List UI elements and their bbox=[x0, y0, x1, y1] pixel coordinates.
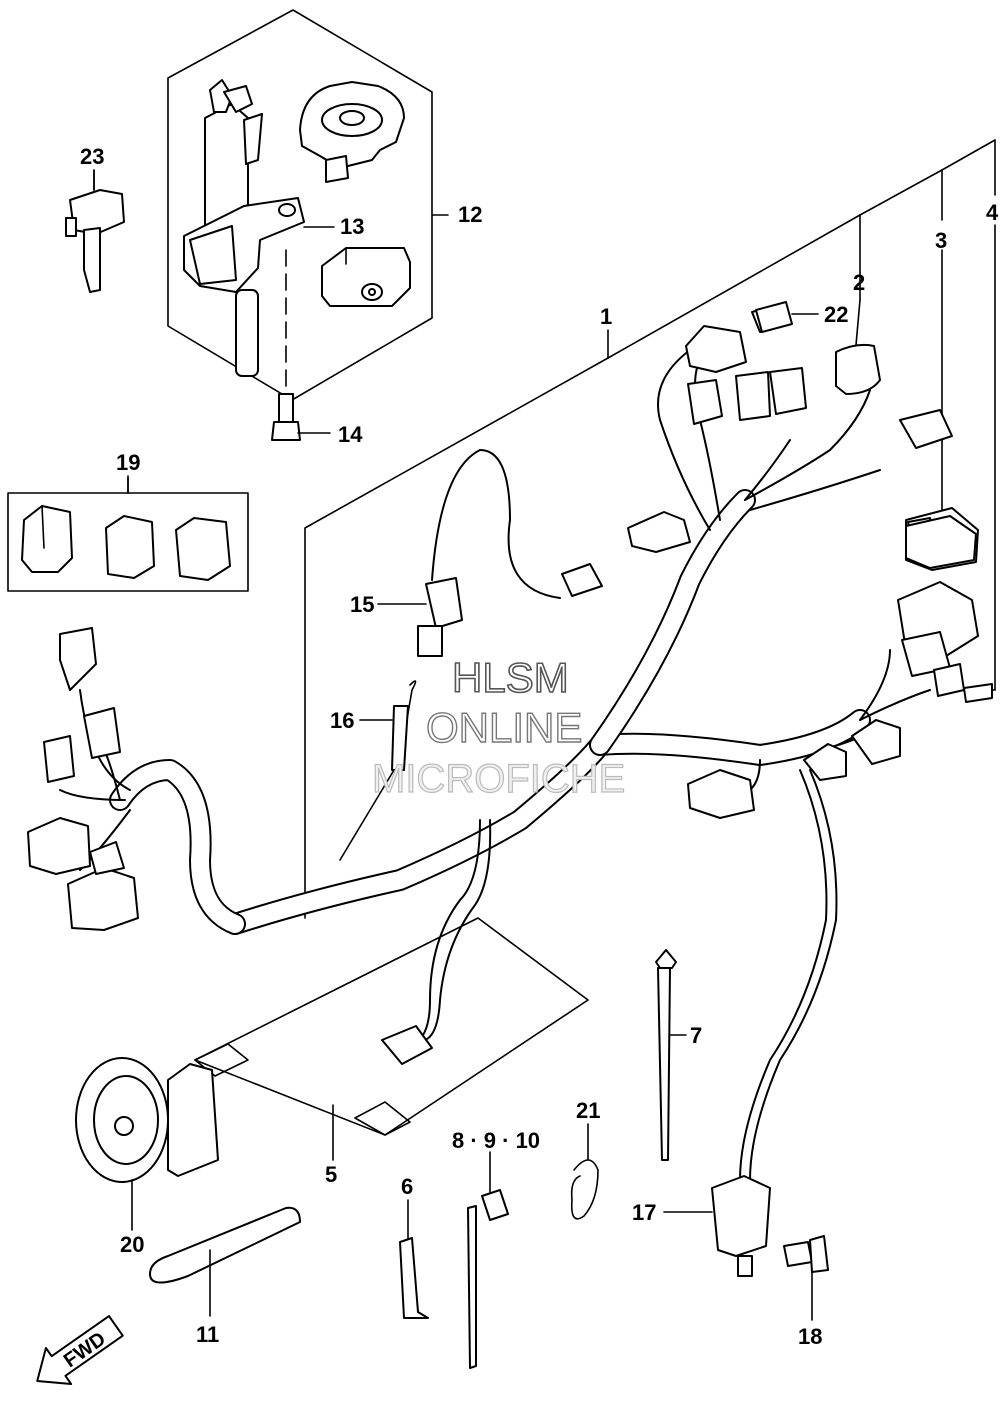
fwd-arrow: FWD bbox=[36, 1315, 124, 1386]
callout-19: 19 bbox=[116, 450, 140, 475]
callout-11: 11 bbox=[196, 1322, 219, 1347]
ignition-switch[interactable] bbox=[183, 79, 305, 377]
relay-3[interactable] bbox=[905, 515, 977, 569]
callout-23: 23 bbox=[80, 144, 104, 169]
band-11[interactable] bbox=[149, 1206, 301, 1317]
callout-7: 7 bbox=[690, 1023, 702, 1048]
callout-13: 13 bbox=[340, 214, 364, 239]
screw-14[interactable] bbox=[271, 249, 331, 441]
bolt-18[interactable] bbox=[783, 1235, 829, 1321]
fuel-cap[interactable] bbox=[299, 81, 405, 183]
callout-4: 4 bbox=[986, 200, 999, 225]
connector-cover-set bbox=[7, 477, 249, 592]
harness-connectors bbox=[27, 303, 993, 1065]
watermark: HLSM ONLINE MICROFICHE bbox=[371, 653, 626, 801]
brake-light-switch[interactable] bbox=[377, 449, 561, 657]
watermark-line-3: MICROFICHE bbox=[372, 757, 625, 801]
horn[interactable] bbox=[75, 1057, 219, 1231]
callout-16: 16 bbox=[330, 708, 354, 733]
seat-lock[interactable] bbox=[321, 247, 411, 307]
ignition-set-box bbox=[167, 9, 449, 401]
key-23[interactable] bbox=[65, 169, 125, 293]
callout-15: 15 bbox=[350, 592, 374, 617]
callouts: 1 2 3 4 5 6 7 8 · 9 · 10 11 12 13 14 15 … bbox=[80, 144, 999, 1349]
callout-20: 20 bbox=[120, 1232, 144, 1257]
callout-18: 18 bbox=[798, 1324, 822, 1349]
harness-group-outline bbox=[304, 139, 996, 919]
callout-8-9-10: 8 · 9 · 10 bbox=[452, 1128, 540, 1153]
callout-5: 5 bbox=[325, 1162, 337, 1187]
clip-21[interactable] bbox=[570, 1123, 599, 1220]
callout-12: 12 bbox=[458, 202, 482, 227]
callout-3: 3 bbox=[935, 228, 947, 253]
callout-14: 14 bbox=[338, 422, 363, 447]
sensor-17[interactable] bbox=[663, 769, 838, 1277]
tie-7[interactable] bbox=[655, 949, 687, 1161]
callout-21: 21 bbox=[576, 1098, 600, 1123]
watermark-line-2: ONLINE bbox=[426, 704, 582, 751]
watermark-line-1: HLSM bbox=[452, 654, 569, 701]
callout-17: 17 bbox=[632, 1200, 656, 1225]
clamp-6[interactable] bbox=[399, 1199, 429, 1319]
callout-6: 6 bbox=[401, 1174, 413, 1199]
spring-16[interactable] bbox=[339, 680, 417, 861]
callout-1: 1 bbox=[600, 304, 612, 329]
callout-22: 22 bbox=[824, 302, 848, 327]
tie-8-9-10[interactable] bbox=[467, 1151, 509, 1369]
fuse-22[interactable] bbox=[755, 301, 819, 333]
callout-2: 2 bbox=[853, 270, 865, 295]
callout-leaders bbox=[93, 169, 335, 494]
